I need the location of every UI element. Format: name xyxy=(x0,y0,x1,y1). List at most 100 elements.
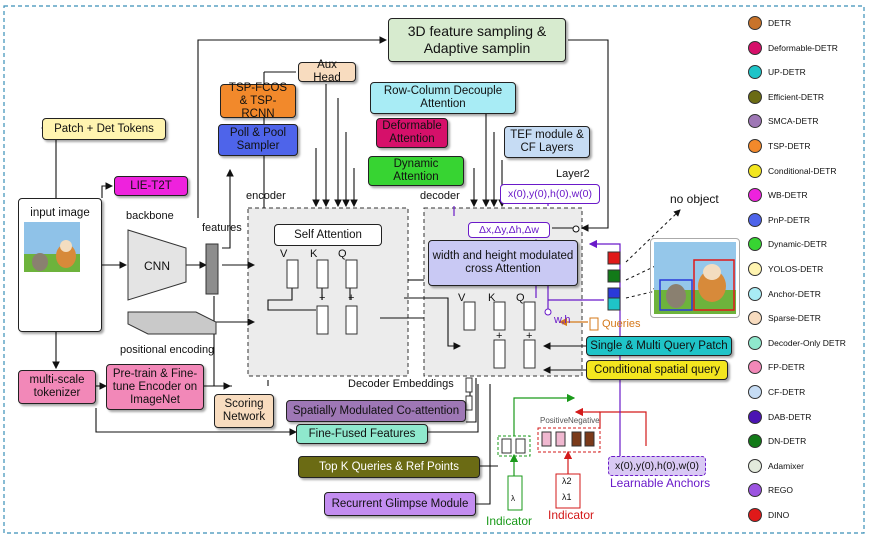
encoder-q-label: Q xyxy=(338,248,347,260)
output-image-frame xyxy=(650,238,740,318)
deformable-box: Deformable Attention xyxy=(376,118,448,148)
legend-item: Efficient-DETR xyxy=(748,89,825,104)
aux-head-box: Aux Head xyxy=(298,59,356,84)
legend-color-dot xyxy=(748,40,762,55)
pos-neg-frame xyxy=(537,427,601,453)
legend-item: WB-DETR xyxy=(748,188,808,203)
encoder-k-vector xyxy=(316,259,329,289)
decoder-pos-vector-1 xyxy=(493,339,506,369)
negative-vector-1 xyxy=(571,431,582,447)
legend-label: Adamixer xyxy=(768,460,804,471)
indicator-green-label: Indicator xyxy=(486,514,533,528)
legend-color-dot xyxy=(748,65,762,80)
legend-label: SMCA-DETR xyxy=(768,116,819,127)
legend-color-dot xyxy=(748,163,762,178)
legend-item: Deformable-DETR xyxy=(748,40,838,55)
decoder-q-vector xyxy=(523,301,536,331)
encoder-plus-2: + xyxy=(348,292,355,304)
decoder-k-vector xyxy=(493,301,506,331)
legend-label: Efficient-DETR xyxy=(768,91,825,102)
legend-item: DINO xyxy=(748,508,789,522)
layer-junction xyxy=(572,225,580,233)
legend-color-dot xyxy=(748,335,762,350)
encoder-k-label: K xyxy=(310,248,318,260)
row-column-box: Row-Column Decouple Attention xyxy=(370,82,516,114)
learnable-anchors-label: Learnable Anchors xyxy=(610,476,711,490)
positive-label: Positive xyxy=(540,416,569,425)
smca-box: Spatially Modulated Co-attention xyxy=(286,400,466,422)
lambda2-label: λ2 xyxy=(562,476,572,486)
legend-item: SMCA-DETR xyxy=(748,114,819,129)
legend-label: DAB-DETR xyxy=(768,411,812,422)
decoder-label: decoder xyxy=(420,190,460,202)
legend-color-dot xyxy=(748,114,762,129)
input-image-frame: input image xyxy=(18,198,102,332)
queries-box xyxy=(589,317,599,331)
output-square-cyan xyxy=(607,297,621,311)
legend-item: TSP-DETR xyxy=(748,139,811,153)
tef-box: TEF module & CF Layers xyxy=(504,126,590,158)
decoder-v-label: V xyxy=(458,292,466,304)
legend-color-dot xyxy=(748,508,762,522)
layer2-label: Layer2 xyxy=(556,168,590,180)
legend-label: YOLOS-DETR xyxy=(768,264,824,274)
patch-det-box: Patch + Det Tokens xyxy=(42,118,166,140)
legend-color-dot xyxy=(748,385,762,399)
topk-vector-2 xyxy=(515,438,526,454)
queries-label: Queries xyxy=(602,318,641,330)
legend-item: Sparse-DETR xyxy=(748,311,821,326)
topk-vector-1 xyxy=(501,438,512,454)
output-image-photo xyxy=(654,242,736,314)
negative-vector-2 xyxy=(584,431,595,447)
legend-label: FP-DETR xyxy=(768,362,805,373)
legend-label: REGO xyxy=(768,485,794,496)
encoder-pos-vector-1 xyxy=(316,305,329,335)
legend-item: UP-DETR xyxy=(748,65,806,80)
legend-label: Sparse-DETR xyxy=(768,313,821,324)
legend-item: PnP-DETR xyxy=(748,212,811,227)
no-object-label: no object xyxy=(670,192,719,206)
scoring-box: Scoring Network xyxy=(214,394,274,428)
legend-color-dot xyxy=(748,16,762,30)
topk-box: Top K Queries & Ref Points xyxy=(298,456,480,478)
anchors-xywh-box: x(0),y(0),h(0),w(0) xyxy=(608,456,706,476)
positional-encoding-slab xyxy=(127,311,217,335)
positive-vector-1 xyxy=(541,431,552,447)
legend-label: CF-DETR xyxy=(768,387,806,397)
backbone-label: backbone xyxy=(126,210,174,222)
outer-frame xyxy=(3,5,865,534)
legend-label: PnP-DETR xyxy=(768,214,811,225)
legend-color-dot xyxy=(748,262,762,276)
legend-label: Dynamic-DETR xyxy=(768,239,828,250)
lie-t2t-box: LIE-T2T xyxy=(114,176,188,196)
pretrain-box: Pre-train & Fine-tune Encoder on ImageNe… xyxy=(106,364,204,410)
legend-color-dot xyxy=(748,458,762,473)
legend-label: DN-DETR xyxy=(768,436,807,447)
topk-dashed-frame xyxy=(497,435,531,457)
legend-color-dot xyxy=(748,89,762,104)
positive-vector-2 xyxy=(555,431,566,447)
legend-label: DETR xyxy=(768,18,792,28)
features-label: features xyxy=(202,222,242,234)
positional-encoding-label: positional encoding xyxy=(120,344,215,356)
output-square-green xyxy=(607,269,621,283)
legend-item: DAB-DETR xyxy=(748,409,812,424)
legend-item: DN-DETR xyxy=(748,434,807,449)
poll-pool-box: Poll & Pool Sampler xyxy=(218,124,298,156)
legend-color-dot xyxy=(748,409,762,424)
legend-label: DINO xyxy=(768,510,790,520)
wh-label: w,h xyxy=(554,314,571,326)
dynamic-box: Dynamic Attention xyxy=(368,156,464,186)
legend-label: Deformable-DETR xyxy=(768,42,838,53)
legend-label: TSP-DETR xyxy=(768,141,811,151)
multiscale-box: multi-scale tokenizer xyxy=(18,370,96,404)
legend-label: Anchor-DETR xyxy=(768,288,821,299)
output-square-red xyxy=(607,251,621,265)
legend-item: YOLOS-DETR xyxy=(748,262,823,276)
decoder-v-vector xyxy=(463,301,476,331)
decoder-embedding-vector-2 xyxy=(465,395,473,411)
single-multi-box: Single & Multi Query Patch xyxy=(586,336,732,356)
legend-color-dot xyxy=(748,139,762,153)
